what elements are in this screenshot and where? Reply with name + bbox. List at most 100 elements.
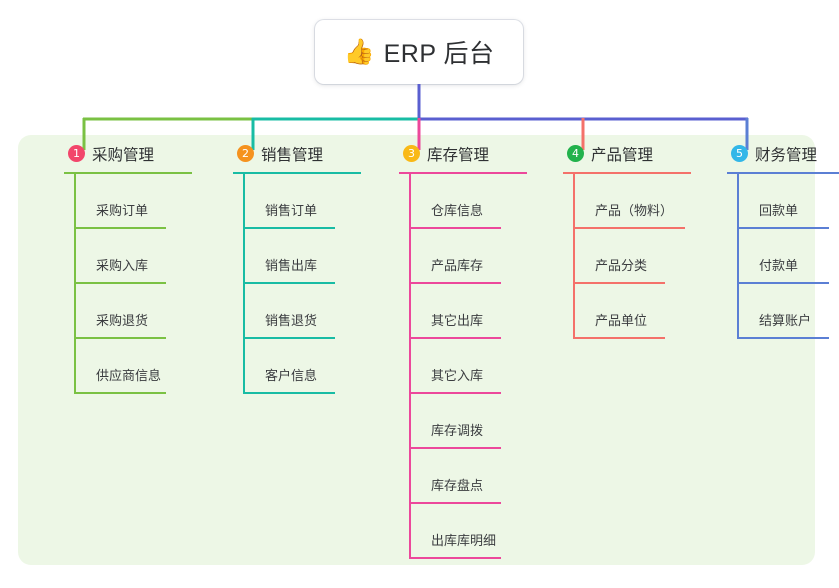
column-badge: 4	[567, 145, 584, 162]
column-rule	[727, 172, 839, 174]
leaf-rule	[409, 282, 501, 284]
leaf-rule	[409, 337, 501, 339]
leaf-rule	[737, 282, 829, 284]
column-header[interactable]: 5 财务管理	[709, 135, 839, 172]
leaf-label: 采购入库	[96, 258, 149, 273]
leaf-label: 产品单位	[595, 313, 648, 328]
leaf-list: 采购订单 采购入库 采购退货 供应商信息	[74, 174, 204, 394]
leaf-spine	[243, 284, 245, 339]
leaf-spine	[573, 174, 575, 229]
leaf-label: 仓库信息	[431, 203, 484, 218]
list-item[interactable]: 产品库存	[409, 229, 539, 284]
list-item[interactable]: 产品单位	[573, 284, 703, 339]
column-badge: 1	[68, 145, 85, 162]
leaf-rule	[243, 282, 335, 284]
list-item[interactable]: 采购退货	[74, 284, 204, 339]
column-header[interactable]: 3 库存管理	[381, 135, 546, 172]
leaf-label: 产品（物料）	[595, 203, 674, 218]
leaf-spine	[737, 229, 739, 284]
leaf-label: 付款单	[759, 258, 799, 273]
leaf-spine	[573, 284, 575, 339]
list-item[interactable]: 结算账户	[737, 284, 839, 339]
leaf-rule	[573, 282, 665, 284]
leaf-spine	[74, 229, 76, 284]
leaf-spine	[409, 229, 411, 284]
column-product: 4 产品管理 产品（物料） 产品分类 产品单位	[545, 135, 710, 339]
leaf-label: 销售出库	[265, 258, 318, 273]
leaf-label: 产品库存	[431, 258, 484, 273]
leaf-list: 仓库信息 产品库存 其它出库 其它入库	[409, 174, 539, 559]
leaf-rule	[243, 227, 335, 229]
column-header[interactable]: 1 采购管理	[46, 135, 211, 172]
column-header[interactable]: 2 销售管理	[215, 135, 380, 172]
list-item[interactable]: 供应商信息	[74, 339, 204, 394]
list-item[interactable]: 其它入库	[409, 339, 539, 394]
leaf-label: 出库库明细	[431, 533, 497, 548]
leaf-label: 回款单	[759, 203, 799, 218]
leaf-rule	[74, 392, 166, 394]
list-item[interactable]: 销售出库	[243, 229, 373, 284]
leaf-rule	[409, 392, 501, 394]
leaf-rule	[409, 447, 501, 449]
leaf-spine	[409, 174, 411, 229]
column-badge: 5	[731, 145, 748, 162]
leaf-spine	[573, 229, 575, 284]
leaf-spine	[74, 339, 76, 394]
column-badge: 3	[403, 145, 420, 162]
root-node[interactable]: 👍 ERP 后台	[315, 20, 523, 84]
leaf-label: 采购退货	[96, 313, 149, 328]
list-item[interactable]: 采购入库	[74, 229, 204, 284]
column-rule	[64, 172, 192, 174]
column-inventory: 3 库存管理 仓库信息 产品库存 其它出库	[381, 135, 546, 559]
leaf-rule	[409, 227, 501, 229]
column-sales: 2 销售管理 销售订单 销售出库 销售退货	[215, 135, 380, 394]
leaf-rule	[74, 282, 166, 284]
list-item[interactable]: 销售退货	[243, 284, 373, 339]
leaf-label: 其它入库	[431, 368, 484, 383]
leaf-spine	[74, 284, 76, 339]
list-item[interactable]: 仓库信息	[409, 174, 539, 229]
leaf-spine	[243, 229, 245, 284]
leaf-label: 客户信息	[265, 368, 318, 383]
list-item[interactable]: 库存盘点	[409, 449, 539, 504]
leaf-rule	[573, 227, 685, 229]
leaf-list: 回款单 付款单 结算账户	[737, 174, 839, 339]
leaf-label: 销售退货	[265, 313, 318, 328]
column-title: 库存管理	[427, 146, 490, 164]
list-item[interactable]: 付款单	[737, 229, 839, 284]
column-finance: 5 财务管理 回款单 付款单 结算账户	[709, 135, 839, 339]
leaf-label: 采购订单	[96, 203, 149, 218]
list-item[interactable]: 出库库明细	[409, 504, 539, 559]
leaf-spine	[409, 339, 411, 394]
leaf-spine	[409, 394, 411, 449]
column-title: 产品管理	[591, 146, 654, 164]
leaf-rule	[243, 392, 335, 394]
leaf-rule	[409, 557, 501, 559]
leaf-label: 其它出库	[431, 313, 484, 328]
list-item[interactable]: 客户信息	[243, 339, 373, 394]
leaf-spine	[409, 449, 411, 504]
list-item[interactable]: 产品分类	[573, 229, 703, 284]
leaf-label: 结算账户	[759, 313, 812, 328]
list-item[interactable]: 其它出库	[409, 284, 539, 339]
leaf-spine	[737, 174, 739, 229]
list-item[interactable]: 产品（物料）	[573, 174, 703, 229]
list-item[interactable]: 库存调拨	[409, 394, 539, 449]
leaf-list: 销售订单 销售出库 销售退货 客户信息	[243, 174, 373, 394]
columns-container: 1 采购管理 采购订单 采购入库 采购退货	[18, 135, 839, 565]
leaf-list: 产品（物料） 产品分类 产品单位	[573, 174, 703, 339]
column-title: 采购管理	[92, 146, 155, 164]
list-item[interactable]: 回款单	[737, 174, 839, 229]
column-header[interactable]: 4 产品管理	[545, 135, 710, 172]
column-title: 财务管理	[755, 146, 818, 164]
leaf-spine	[409, 504, 411, 559]
column-rule	[233, 172, 361, 174]
list-item[interactable]: 采购订单	[74, 174, 204, 229]
list-item[interactable]: 销售订单	[243, 174, 373, 229]
leaf-label: 销售订单	[265, 203, 318, 218]
column-rule	[563, 172, 691, 174]
leaf-rule	[737, 227, 829, 229]
column-purchasing: 1 采购管理 采购订单 采购入库 采购退货	[46, 135, 211, 394]
root-title: ERP 后台	[383, 40, 495, 68]
